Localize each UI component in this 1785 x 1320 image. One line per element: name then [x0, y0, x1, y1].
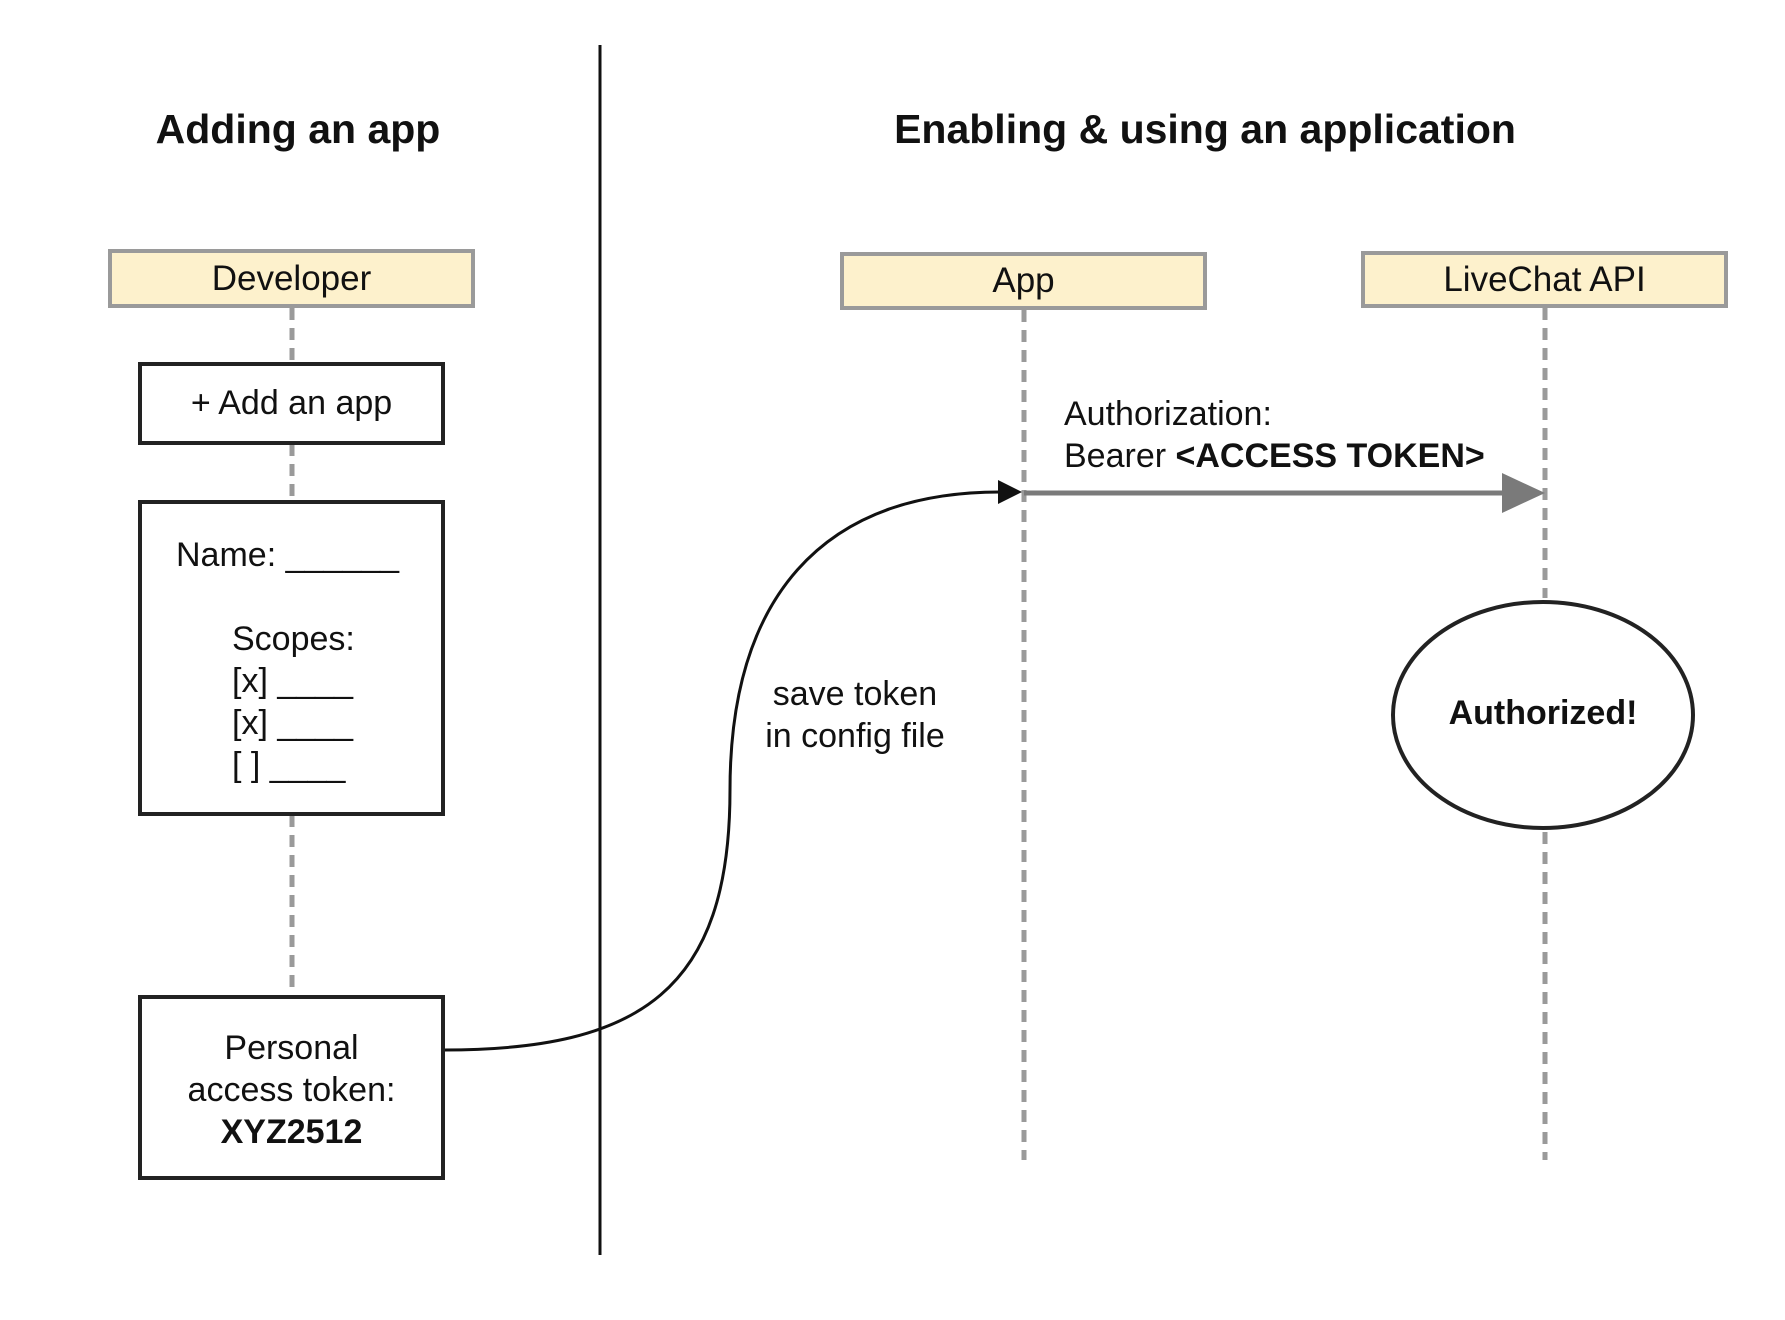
access-token-placeholder: <ACCESS TOKEN> [1175, 437, 1485, 475]
heading-enabling-app: Enabling & using an application [894, 106, 1516, 152]
request-arrowhead [1502, 473, 1545, 513]
authorized-ellipse [1391, 600, 1695, 830]
bearer-prefix: Bearer [1064, 437, 1176, 475]
actor-developer-label: Developer [211, 258, 372, 298]
authorized-text: Authorized! [1448, 694, 1638, 732]
save-token-curve [443, 490, 1001, 1052]
actor-livechat-api: LiveChat API [1361, 251, 1728, 308]
app-form-box: Name: ______ Scopes: [x] ____ [x] ____ [… [138, 500, 445, 816]
authorized-label: Authorized! [1393, 694, 1693, 733]
authorization-line-2: Bearer <ACCESS TOKEN> [1064, 435, 1485, 477]
form-scope-line: [x] ____ [232, 662, 353, 700]
token-line-1: Personal [224, 1029, 359, 1067]
actor-livechat-api-label: LiveChat API [1443, 259, 1646, 299]
token-line-2: access token: [187, 1071, 396, 1109]
authorization-label: Authorization: Bearer <ACCESS TOKEN> [1064, 393, 1485, 477]
add-app-box: + Add an app [138, 362, 445, 445]
save-token-label: save token in config file [745, 673, 965, 757]
token-value: XYZ2512 [220, 1113, 363, 1151]
actor-developer: Developer [108, 249, 475, 308]
form-scope-line: [x] ____ [232, 704, 353, 742]
save-token-line-2: in config file [765, 717, 945, 755]
form-scopes-block: Scopes: [x] ____ [x] ____ [ ] ____ [232, 618, 355, 786]
actor-app: App [840, 252, 1207, 310]
heading-adding-app: Adding an app [155, 106, 441, 152]
actor-app-label: App [992, 261, 1055, 300]
form-name-line: Name: ______ [176, 536, 400, 574]
authorization-line-1: Authorization: [1064, 395, 1272, 433]
save-token-arrowhead [998, 480, 1022, 504]
add-app-label: + Add an app [190, 384, 393, 422]
save-token-line-1: save token [772, 675, 938, 713]
access-token-box: Personal access token: XYZ2512 [138, 995, 445, 1180]
form-scopes-label: Scopes: [232, 620, 355, 658]
form-scope-line: [ ] ____ [232, 746, 346, 784]
